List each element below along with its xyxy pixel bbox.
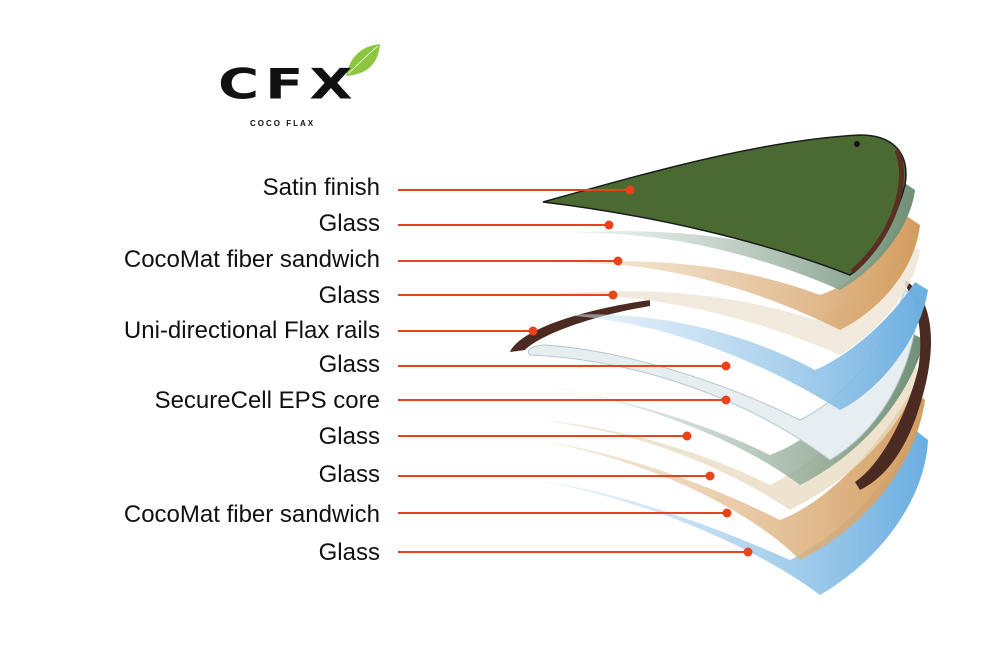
layer-glass-upper <box>545 245 920 355</box>
leader-dot <box>613 256 623 266</box>
label-glass: Glass <box>318 282 380 309</box>
satin-rail-edge <box>850 149 905 274</box>
layer-cocomat-bottom <box>535 390 925 560</box>
label-flax-rails: Uni-directional Flax rails <box>123 317 380 344</box>
label-glass: Glass <box>318 351 380 378</box>
label-glass: Glass <box>318 210 380 237</box>
leader-dot <box>705 471 715 481</box>
leader-dot <box>625 185 635 195</box>
leader-dot <box>721 361 731 371</box>
label-satin-finish: Satin finish <box>262 174 380 201</box>
layer-glass-bottom <box>535 430 928 595</box>
label-cocomat: CocoMat fiber sandwich <box>123 246 380 273</box>
leader-dot <box>608 290 618 300</box>
leash-plug-icon <box>854 141 860 147</box>
leader-dot <box>682 431 692 441</box>
leader-dot <box>721 395 731 405</box>
leader-dot <box>722 508 732 518</box>
layer-cocomat-top <box>545 215 920 330</box>
leader-dot <box>528 326 538 336</box>
leaf-vein <box>347 45 379 75</box>
label-glass: Glass <box>318 539 380 566</box>
label-glass: Glass <box>318 461 380 488</box>
label-glass: Glass <box>318 423 380 450</box>
label-eps-core: SecureCell EPS core <box>154 387 380 414</box>
label-cocomat: CocoMat fiber sandwich <box>123 501 380 528</box>
leader-dot <box>743 547 753 557</box>
logo-subtitle: COCO FLAX <box>250 119 316 128</box>
layer-glass-mid <box>560 282 928 410</box>
layer-satin-finish <box>542 134 907 276</box>
logo-brand: CFX <box>218 60 359 109</box>
leader-dot <box>604 220 614 230</box>
layer-glass-lower-2 <box>535 360 920 510</box>
leader-lines <box>398 185 753 557</box>
